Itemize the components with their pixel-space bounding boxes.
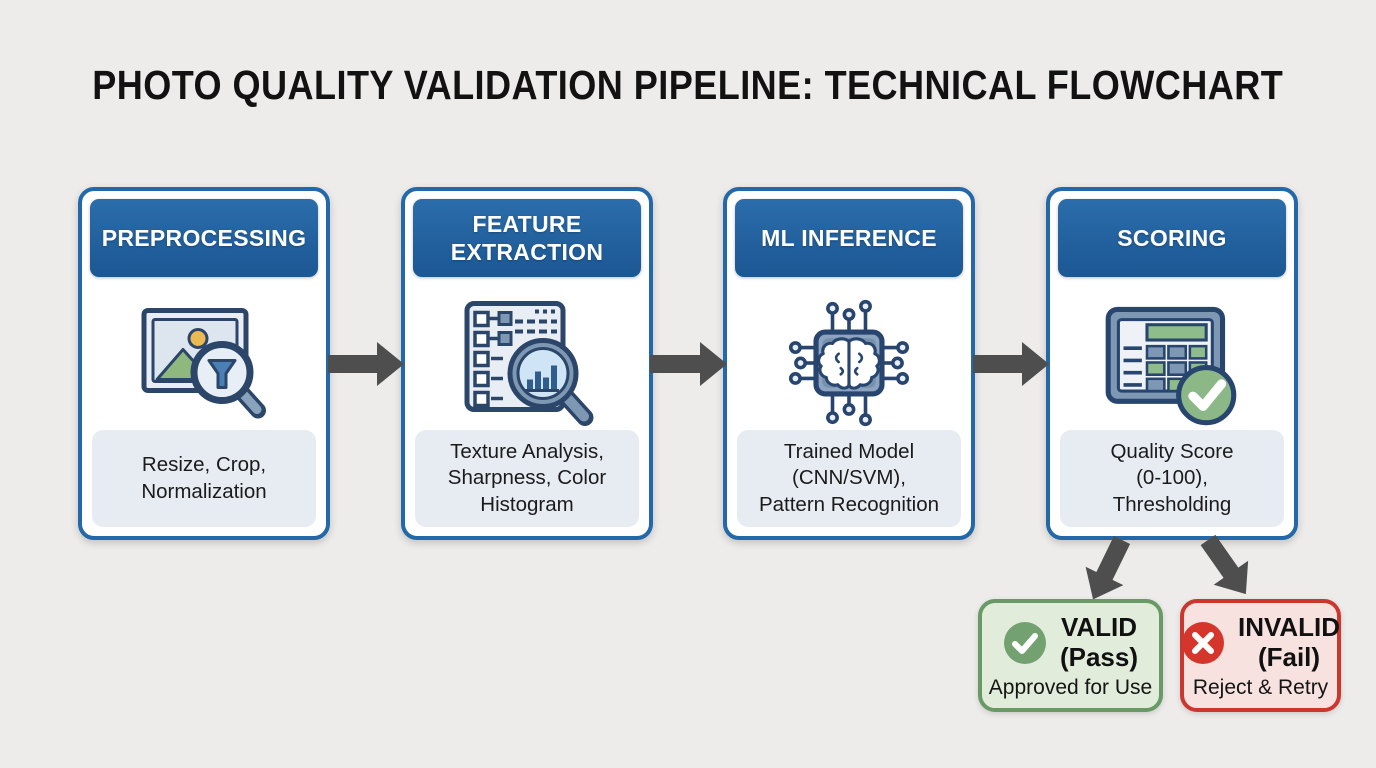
- outcome-valid-title: VALID (Pass): [1059, 612, 1139, 672]
- stage-title: PREPROCESSING: [101, 224, 307, 251]
- stage-description-ml-inference: Trained Model (CNN/SVM), Pattern Recogni…: [737, 430, 961, 527]
- outcome-box-invalid: INVALID (Fail) Reject & Retry: [1180, 599, 1341, 712]
- image-magnifier-filter-icon: [82, 283, 326, 443]
- stage-title: ML INFERENCE: [761, 224, 937, 251]
- stage-description-feature-extraction: Texture Analysis, Sharpness, Color Histo…: [415, 430, 639, 527]
- stage-description-preprocessing: Resize, Crop, Normalization: [92, 430, 316, 527]
- stage-box-scoring: SCORING: [1046, 187, 1298, 540]
- check-circle-icon: [1003, 621, 1046, 664]
- stage-header-preprocessing: PREPROCESSING: [90, 199, 318, 277]
- stage-description-text: Resize, Crop, Normalization: [141, 452, 267, 503]
- outcome-valid-header: VALID (Pass): [982, 612, 1159, 673]
- stage-header-scoring: SCORING: [1058, 199, 1286, 277]
- ai-chip-brain-icon: [727, 283, 971, 443]
- outcome-invalid-title: INVALID (Fail): [1237, 612, 1341, 672]
- stage-header-feature-extraction: FEATURE EXTRACTION: [413, 199, 641, 277]
- stage-description-text: Texture Analysis, Sharpness, Color Histo…: [447, 439, 607, 516]
- scorecard-checkmark-icon: [1050, 283, 1294, 443]
- page-title: PHOTO QUALITY VALIDATION PIPELINE: TECHN…: [92, 62, 1284, 108]
- stage-title: FEATURE EXTRACTION: [450, 210, 604, 265]
- stage-description-text: Trained Model (CNN/SVM), Pattern Recogni…: [758, 439, 940, 516]
- stage-title: SCORING: [1117, 224, 1227, 251]
- outcome-valid-description: Approved for Use: [988, 675, 1153, 699]
- down-left-arrow-icon: [1085, 536, 1131, 600]
- stage-box-feature-extraction: FEATURE EXTRACTION: [401, 187, 653, 540]
- stage-box-ml-inference: ML INFERENCE: [723, 187, 975, 540]
- stage-description-scoring: Quality Score (0-100), Thresholding: [1060, 430, 1284, 527]
- stage-description-text: Quality Score (0-100), Thresholding: [1110, 439, 1234, 516]
- outcome-box-valid: VALID (Pass) Approved for Use: [978, 599, 1163, 712]
- outcome-invalid-header: INVALID (Fail): [1181, 612, 1341, 673]
- stage-header-ml-inference: ML INFERENCE: [735, 199, 963, 277]
- x-circle-icon: [1181, 621, 1224, 664]
- checklist-magnifier-chart-icon: [405, 283, 649, 443]
- stage-box-preprocessing: PREPROCESSING Resize, Crop, Normalizatio…: [78, 187, 330, 540]
- outcome-invalid-description: Reject & Retry: [1192, 675, 1329, 699]
- title-bar: PHOTO QUALITY VALIDATION PIPELINE: TECHN…: [0, 62, 1376, 109]
